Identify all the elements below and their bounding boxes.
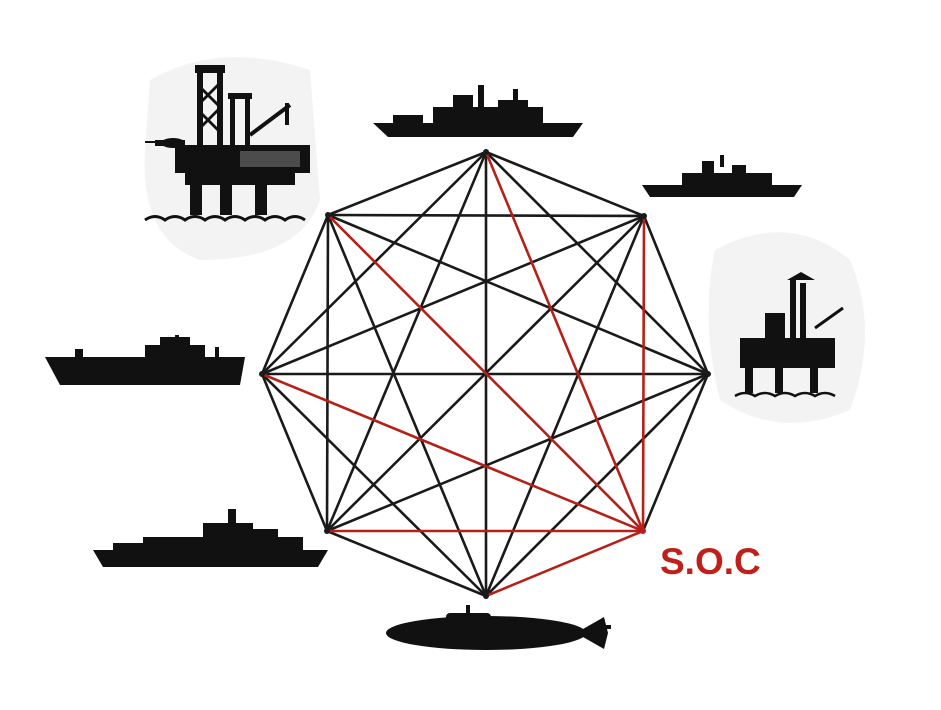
mesh-edge-n-top-right-n-bottom — [484, 214, 646, 598]
warship-icon — [373, 85, 583, 137]
hub-edge-n-bottom-right-n-left — [260, 372, 645, 533]
mesh-edge-n-top-n-top-right — [484, 150, 646, 218]
mesh-edge-n-top-right-n-right — [642, 214, 710, 376]
hub-edge-n-top-right-n-bottom-right — [641, 214, 646, 533]
mesh-edge-n-left-n-top-left — [260, 213, 330, 376]
node-n-top — [483, 149, 489, 155]
mesh-edge-n-top-n-top-left — [326, 150, 488, 217]
mesh-edge-n-top-right-n-top-left — [326, 213, 646, 218]
mesh-edges — [260, 150, 710, 598]
node-points — [259, 149, 711, 599]
mesh-edge-n-bottom-left-n-left — [260, 372, 329, 533]
hub-edges — [260, 150, 646, 598]
node-n-left — [259, 371, 265, 377]
soc-label: S.O.C — [660, 541, 761, 582]
node-n-top-right — [641, 213, 647, 219]
mesh-edge-n-top-right-n-left — [260, 214, 646, 376]
frigate-icon — [93, 509, 328, 567]
mesh-edge-n-bottom-n-bottom-left — [325, 529, 488, 598]
mesh-edge-n-right-n-bottom-right — [641, 372, 710, 533]
submarine-icon — [386, 605, 611, 650]
amphibious-ship-icon — [642, 155, 802, 197]
mesh-edge-n-bottom-n-left — [260, 372, 488, 598]
node-n-bottom-left — [324, 528, 330, 534]
research-vessel-icon — [45, 335, 245, 385]
mesh-edge-n-bottom-left-n-top-left — [325, 213, 330, 533]
node-n-bottom — [483, 593, 489, 599]
node-n-bottom-right — [640, 528, 646, 534]
offshore-platform-icon — [734, 272, 844, 398]
hub-edge-n-top-n-bottom-right — [484, 150, 645, 533]
hub-edge-n-bottom-right-n-bottom — [484, 529, 645, 598]
oil-rig-icon — [144, 65, 310, 222]
mesh-edge-n-top-n-left — [260, 150, 488, 376]
node-n-top-left — [325, 212, 331, 218]
node-n-right — [705, 371, 711, 377]
hub-edge-n-bottom-right-n-top-left — [326, 213, 645, 533]
mesh-edge-n-bottom-n-top-left — [326, 213, 488, 598]
